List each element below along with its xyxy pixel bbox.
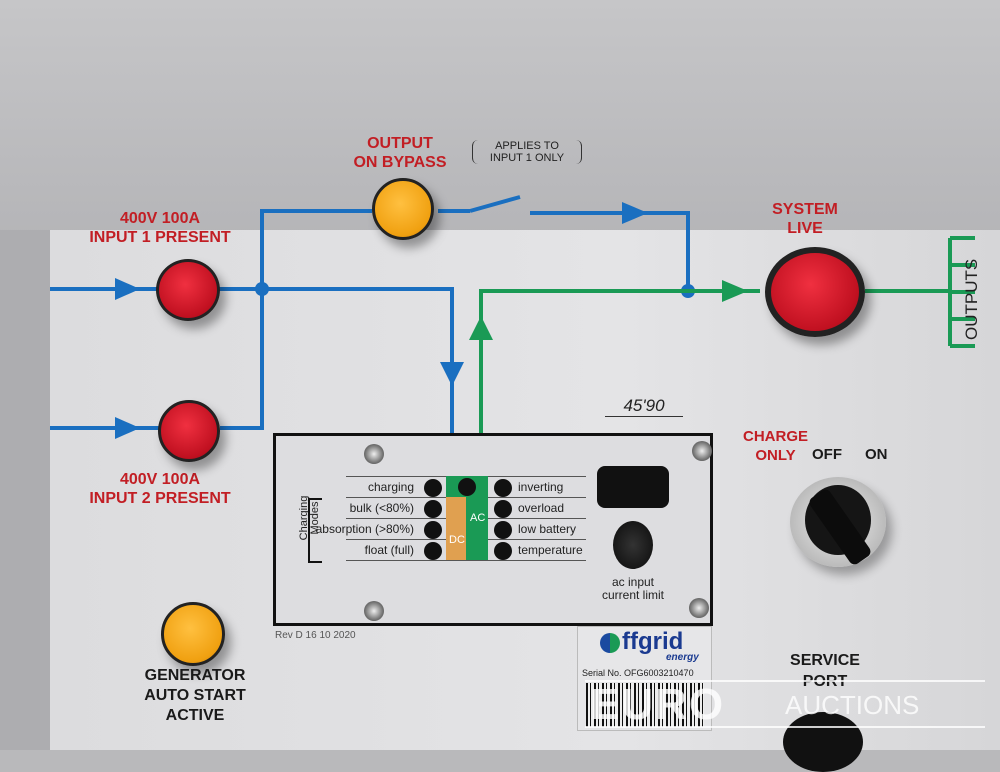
led-low-battery [494, 521, 512, 539]
handwritten-note: 45'90 [605, 396, 683, 417]
screw-icon [364, 601, 384, 621]
watermark-euro: EURO [590, 680, 726, 729]
output-line [479, 236, 975, 475]
screw-icon [364, 444, 384, 464]
led-label: bulk (<80%) [349, 501, 414, 515]
wiring-diagram [50, 195, 975, 475]
generator-lamp [161, 602, 225, 666]
outputs-label: OUTPUTS [962, 258, 981, 340]
watermark: EURO AUCTIONS [585, 680, 985, 729]
generator-label: GENERATOR AUTO START ACTIVE [144, 667, 246, 724]
led-label: charging [367, 480, 414, 494]
watermark-auctions: AUCTIONS [785, 690, 920, 720]
screw-icon [692, 441, 712, 461]
ac-label: AC [470, 512, 486, 524]
input1-line [50, 287, 454, 475]
arrow-icon [115, 278, 140, 300]
system-live-lamp [765, 247, 865, 337]
led-inverting [494, 479, 512, 497]
input1-label: 400V 100A INPUT 1 PRESENT [89, 210, 231, 246]
led-overload [494, 500, 512, 518]
junction-dot [255, 282, 269, 296]
led-label: low battery [518, 522, 577, 536]
led-float [424, 542, 442, 560]
led-charging [424, 479, 442, 497]
led-label: temperature [518, 543, 583, 557]
ac-bar [466, 476, 488, 560]
panel-edge [0, 230, 50, 750]
brand-name: ffgrid [622, 628, 684, 655]
status-indicator [458, 478, 476, 496]
dc-label: DC [449, 534, 465, 546]
led-bulk [424, 500, 442, 518]
knob-label: ac input current limit [601, 575, 664, 602]
led-absorption [424, 521, 442, 539]
bypass-lamp [372, 178, 434, 240]
charging-modes-bracket [308, 498, 322, 563]
bypass-line [50, 195, 690, 430]
arrow-icon [622, 202, 648, 224]
led-label: overload [518, 501, 565, 515]
dc-bar [446, 476, 466, 560]
input2-label: 400V 100A INPUT 2 PRESENT [89, 471, 231, 507]
brand-sub: energy [666, 652, 699, 663]
panel-top [0, 0, 1000, 235]
mode-selector-switch[interactable] [790, 477, 886, 567]
current-limit-knob[interactable] [613, 521, 653, 569]
led-label: inverting [518, 480, 564, 494]
brand-logo-icon [600, 633, 620, 653]
system-live-label: SYSTEM LIVE [772, 201, 838, 237]
charge-only-label: CHARGE ONLY [742, 428, 808, 464]
inverter-control-module: DC AC Charging Modes charging bulk (<80%… [273, 433, 713, 626]
arrow-icon [722, 280, 748, 302]
on-label: ON [865, 446, 888, 463]
output-bypass-label: OUTPUT ON BYPASS [353, 135, 447, 171]
serial-number: Serial No. OFG6003210470 [582, 668, 694, 678]
revision-label: Rev D 16 10 2020 [275, 630, 356, 641]
off-label: OFF [812, 446, 842, 463]
input1-lamp [156, 259, 220, 321]
display-window [597, 466, 669, 508]
led-label: float (full) [364, 543, 414, 557]
screw-icon [689, 598, 709, 618]
arrow-icon [115, 417, 140, 439]
applies-note: APPLIES TO INPUT 1 ONLY [472, 140, 582, 164]
serial-sticker: ffgrid energy Serial No. OFG6003210470 [577, 626, 712, 731]
input2-lamp [158, 400, 220, 462]
led-label: absorption (>80%) [315, 522, 414, 536]
arrow-icon [469, 316, 493, 340]
barcode [586, 683, 704, 727]
led-temperature [494, 542, 512, 560]
arrow-icon [440, 362, 464, 386]
